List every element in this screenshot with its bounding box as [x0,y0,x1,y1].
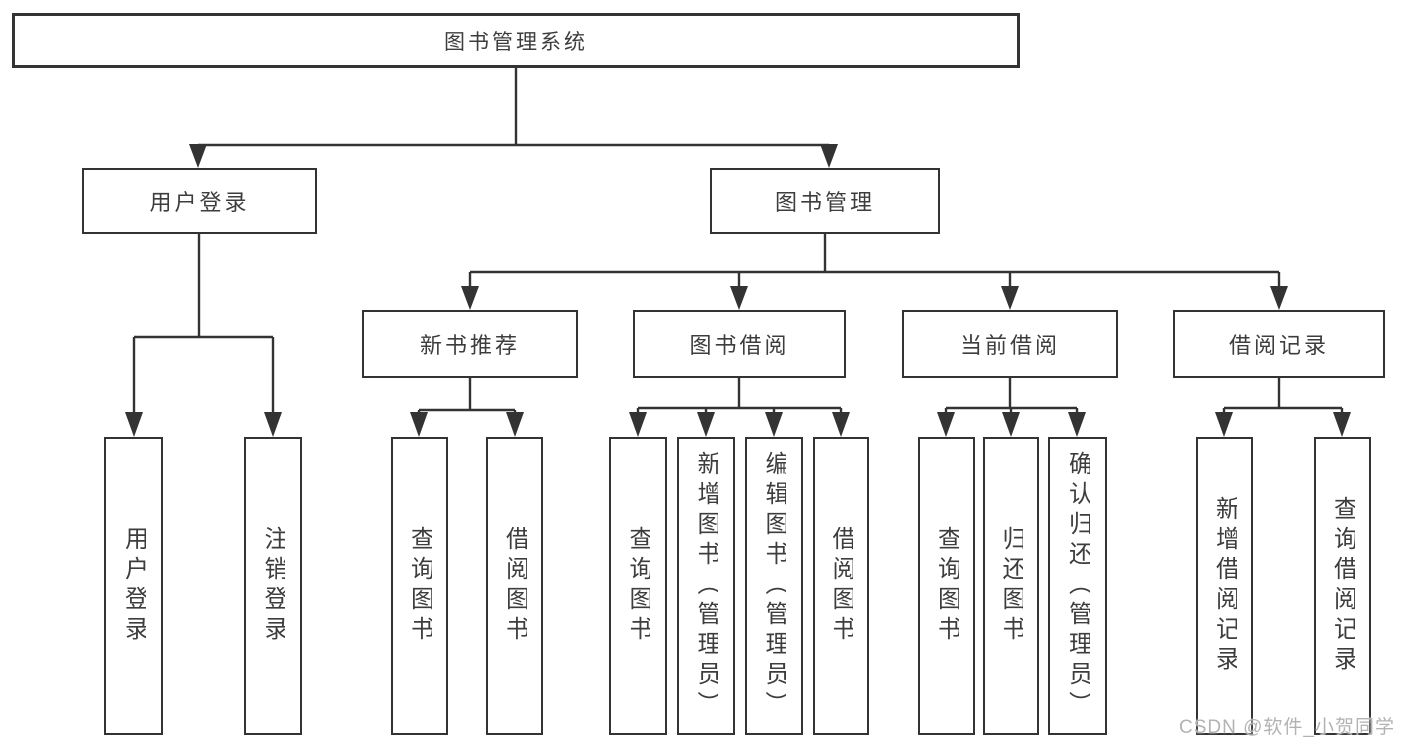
arrowhead-icon [506,412,524,437]
node-label: 当前借阅 [959,333,1060,358]
arrowhead-icon [125,412,143,437]
arrowhead-icon [1270,286,1288,310]
node-label: 新增借阅记录 [1212,496,1237,676]
arrowhead-icon [1068,412,1086,437]
node-borrowing-add-books-admin: 新增图书（管理员） [677,437,735,735]
node-current-query-books: 查询图书 [918,437,975,735]
node-borrowing-edit-books-admin: 编辑图书（管理员） [745,437,803,735]
node-label: 借阅图书 [502,526,527,646]
node-newbook-borrow-books: 借阅图书 [486,437,543,735]
node-label: 图书借阅 [689,333,790,358]
arrowhead-icon [1001,286,1019,310]
node-new-book-recommend: 新书推荐 [362,310,578,378]
arrowhead-icon [1215,412,1233,437]
node-label: 图书管理 [774,190,875,215]
node-label: 借阅图书 [829,526,853,646]
node-label: 新增图书（管理员） [694,451,718,721]
node-label: 用户登录 [121,526,146,646]
node-current-confirm-return-admin: 确认归还（管理员） [1048,437,1107,735]
node-label: 查询图书 [626,526,650,646]
arrowhead-icon [730,286,748,310]
node-label: 图书管理系统 [444,30,588,54]
arrowhead-icon [189,144,207,168]
node-label: 查询图书 [407,526,432,646]
node-label: 编辑图书（管理员） [762,451,786,721]
arrowhead-icon [937,412,955,437]
node-label: 用户登录 [149,190,250,215]
node-user-login-branch: 用户登录 [82,168,317,234]
csdn-watermark: CSDN @软件_小贺同学 [1179,717,1395,738]
node-label: 借阅记录 [1228,333,1329,358]
node-borrowing-records: 借阅记录 [1173,310,1385,378]
node-records-add-borrow-record: 新增借阅记录 [1196,437,1253,735]
node-library-management-system: 图书管理系统 [12,13,1020,68]
node-logout: 注销登录 [244,437,302,735]
node-user-login-leaf: 用户登录 [104,437,163,735]
node-book-borrowing: 图书借阅 [633,310,846,378]
arrowhead-icon [697,412,715,437]
node-current-return-books: 归还图书 [983,437,1039,735]
node-label: 新书推荐 [419,333,520,358]
arrowhead-icon [629,412,647,437]
arrowhead-icon [264,412,282,437]
node-book-management-branch: 图书管理 [710,168,940,234]
node-current-borrowing: 当前借阅 [902,310,1118,378]
arrowhead-icon [765,412,783,437]
node-borrowing-query-books: 查询图书 [609,437,667,735]
arrowhead-icon [410,412,428,437]
node-label: 注销登录 [261,526,285,646]
arrowhead-icon [461,286,479,310]
arrowhead-icon [1002,412,1020,437]
arrowhead-icon [832,412,850,437]
node-label: 确认归还（管理员） [1065,451,1090,721]
node-records-query-borrow-record: 查询借阅记录 [1314,437,1371,735]
node-borrowing-borrow-books: 借阅图书 [813,437,869,735]
node-label: 归还图书 [999,526,1023,646]
arrowhead-icon [820,144,838,168]
arrowhead-icon [1333,412,1351,437]
node-label: 查询图书 [934,526,959,646]
node-label: 查询借阅记录 [1330,496,1355,676]
node-newbook-query-books: 查询图书 [391,437,448,735]
